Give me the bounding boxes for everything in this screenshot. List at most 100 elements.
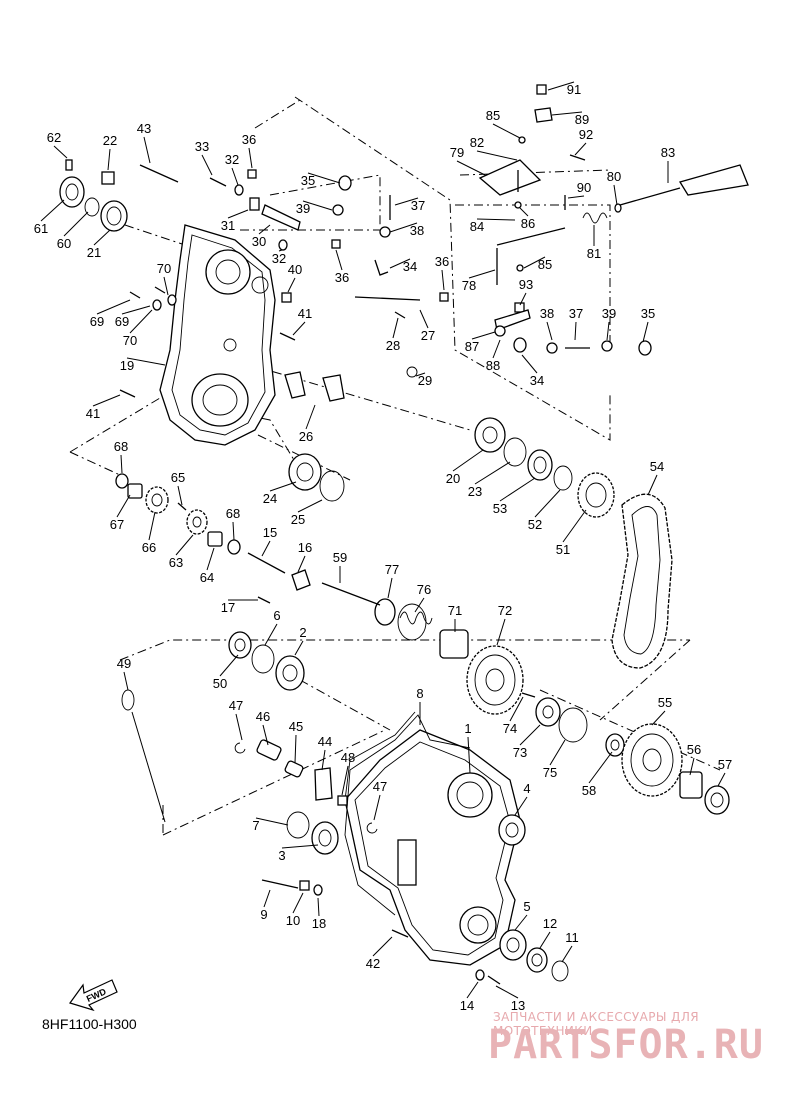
callout-56: 56 xyxy=(687,742,701,776)
callout-32: 32 xyxy=(225,152,239,186)
callout-number: 38 xyxy=(410,223,424,238)
leader-line xyxy=(521,354,538,374)
callout-69: 69 xyxy=(115,305,151,329)
callout-61: 61 xyxy=(34,199,65,236)
callout-85: 85 xyxy=(486,108,521,139)
callout-number: 52 xyxy=(528,517,542,532)
callout-number: 66 xyxy=(142,540,156,555)
callout-number: 75 xyxy=(543,765,557,780)
callout-44: 44 xyxy=(318,734,332,771)
callout-number: 21 xyxy=(87,245,101,260)
leader-line xyxy=(143,136,151,164)
leader-line xyxy=(255,817,289,826)
callout-number: 26 xyxy=(299,429,313,444)
callout-35: 35 xyxy=(641,306,655,343)
leader-line xyxy=(281,844,319,849)
callout-12: 12 xyxy=(539,916,557,949)
callout-number: 45 xyxy=(289,719,303,734)
callout-57: 57 xyxy=(717,757,732,787)
callout-number: 8 xyxy=(416,686,423,701)
callout-number: 56 xyxy=(687,742,701,757)
callout-number: 58 xyxy=(582,783,596,798)
leader-line xyxy=(294,640,304,656)
callout-66: 66 xyxy=(142,511,156,555)
callout-number: 30 xyxy=(252,234,266,249)
leader-line xyxy=(456,160,486,176)
callout-number: 72 xyxy=(498,603,512,618)
callout-number: 11 xyxy=(565,930,579,945)
callout-47: 47 xyxy=(373,779,387,821)
callout-number: 49 xyxy=(117,656,131,671)
callout-32: 32 xyxy=(272,249,286,266)
callout-number: 9 xyxy=(260,907,267,922)
leader-line xyxy=(292,892,304,914)
callout-70: 70 xyxy=(157,261,171,296)
callout-47: 47 xyxy=(229,698,243,741)
leader-line xyxy=(321,749,326,771)
callout-92: 92 xyxy=(574,127,593,156)
callout-number: 88 xyxy=(486,358,500,373)
callout-86: 86 xyxy=(519,207,535,231)
callout-28: 28 xyxy=(386,317,400,353)
callout-88: 88 xyxy=(486,339,501,373)
callout-number: 90 xyxy=(577,180,591,195)
callout-37: 37 xyxy=(394,197,425,213)
leader-line xyxy=(471,331,496,340)
callout-number: 78 xyxy=(462,278,476,293)
leader-line xyxy=(372,936,393,957)
callout-number: 41 xyxy=(298,306,312,321)
callout-37: 37 xyxy=(569,306,583,341)
callout-60: 60 xyxy=(57,211,89,251)
callout-93: 93 xyxy=(519,277,533,306)
callout-70: 70 xyxy=(123,309,153,348)
callout-number: 5 xyxy=(523,899,530,914)
callout-number: 50 xyxy=(213,676,227,691)
callout-36: 36 xyxy=(435,254,449,291)
leader-line xyxy=(415,372,426,377)
callout-3: 3 xyxy=(278,844,319,863)
leader-line xyxy=(107,148,111,171)
leader-line xyxy=(92,394,121,407)
leader-line xyxy=(547,81,575,91)
callout-number: 73 xyxy=(513,745,527,760)
leader-line xyxy=(492,339,501,359)
callout-number: 37 xyxy=(411,198,425,213)
leader-line xyxy=(539,931,551,949)
callout-number: 34 xyxy=(530,373,544,388)
leader-line xyxy=(302,200,333,211)
callout-38: 38 xyxy=(540,306,554,341)
callout-27: 27 xyxy=(419,309,435,343)
callout-number: 22 xyxy=(103,133,117,148)
callout-number: 17 xyxy=(221,600,235,615)
leader-line xyxy=(261,540,271,557)
leader-line xyxy=(63,211,89,237)
leader-line xyxy=(492,123,521,139)
leader-line xyxy=(263,889,271,908)
callout-85: 85 xyxy=(523,256,552,272)
leader-line xyxy=(297,499,323,513)
callout-10: 10 xyxy=(286,892,304,928)
leader-line xyxy=(258,224,271,235)
callout-number: 14 xyxy=(460,998,474,1013)
leader-line xyxy=(514,796,528,816)
leader-line xyxy=(496,618,506,646)
callout-number: 46 xyxy=(256,709,270,724)
callout-number: 23 xyxy=(468,484,482,499)
leader-line xyxy=(177,485,183,506)
callout-40: 40 xyxy=(287,262,302,293)
callout-80: 80 xyxy=(607,169,621,206)
callout-number: 55 xyxy=(658,695,672,710)
callout-49: 49 xyxy=(117,656,131,691)
callout-71: 71 xyxy=(448,603,462,632)
callout-number: 82 xyxy=(470,135,484,150)
bearings-and-seals xyxy=(59,176,730,982)
leader-line xyxy=(523,256,546,269)
gears xyxy=(145,472,683,797)
callout-number: 63 xyxy=(169,555,183,570)
callout-number: 16 xyxy=(298,540,312,555)
callout-22: 22 xyxy=(103,133,117,171)
callout-45: 45 xyxy=(289,719,303,764)
callout-number: 42 xyxy=(366,956,380,971)
leader-line xyxy=(651,710,666,726)
